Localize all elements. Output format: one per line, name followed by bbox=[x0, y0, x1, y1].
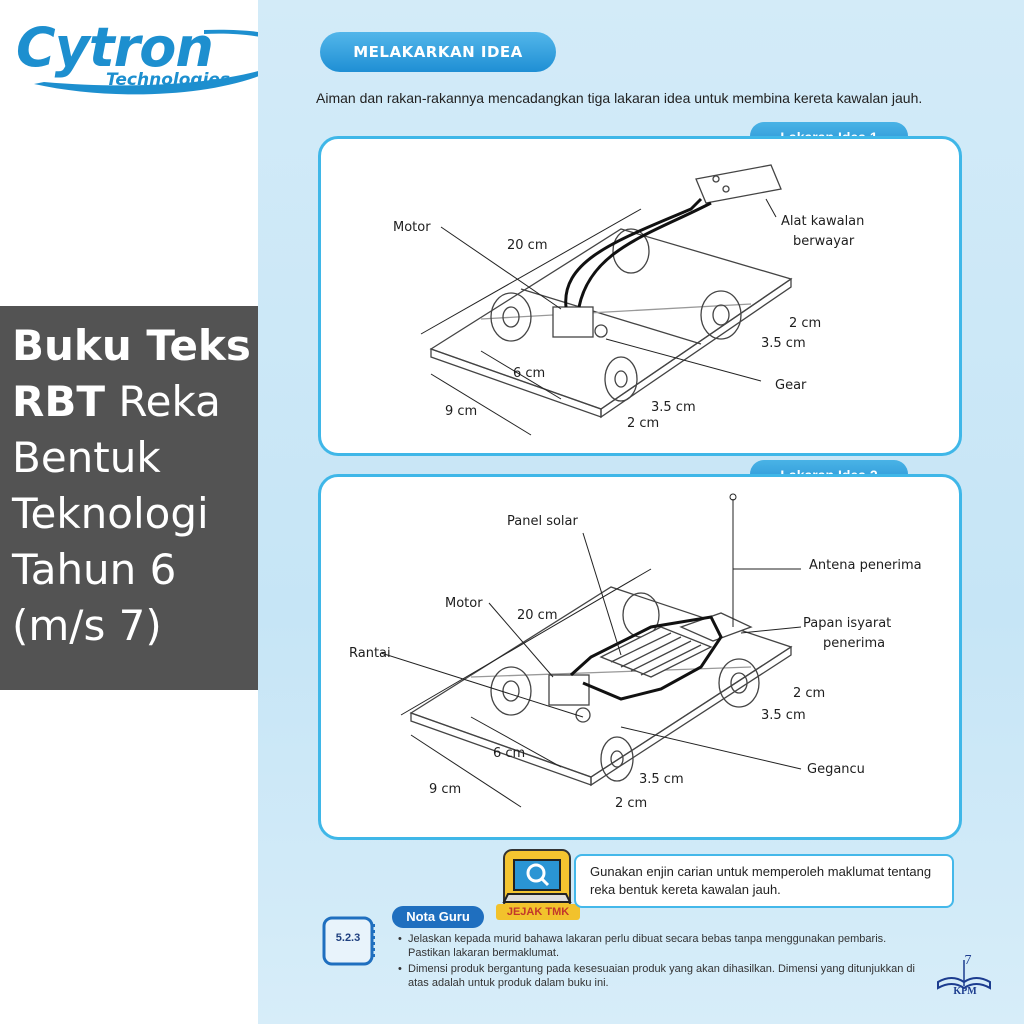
idea2-label-depth: 9 cm bbox=[429, 782, 461, 797]
idea1-label-motor: Motor bbox=[393, 220, 431, 235]
idea2-label-chain: Rantai bbox=[349, 646, 391, 661]
title-line-6: (m/s 7) bbox=[12, 601, 162, 650]
idea2-label-dim-4: 2 cm bbox=[615, 796, 647, 811]
idea2-sketch: Panel solar Antena penerima Motor 20 cm … bbox=[349, 493, 922, 811]
idea1-label-depth: 9 cm bbox=[445, 404, 477, 419]
idea1-label-dim-1: 2 cm bbox=[789, 316, 821, 331]
title-line-3: Bentuk bbox=[12, 433, 161, 482]
idea1-label-remote-2: berwayar bbox=[793, 234, 855, 249]
idea2-label-board: Papan isyarat bbox=[803, 616, 891, 631]
idea2-label-motor: Motor bbox=[445, 596, 483, 611]
idea1-sketch: Motor 20 cm Alat kawalan berwayar 6 cm 9… bbox=[393, 164, 864, 436]
idea1-label-dim-3: 3.5 cm bbox=[651, 400, 696, 415]
title-line-2-bold: RBT bbox=[12, 377, 106, 426]
nota-item: Dimensi produk bergantung pada kesesuaia… bbox=[398, 962, 928, 990]
logo-subtitle: Technologies bbox=[106, 70, 231, 90]
title-line-5: Tahun 6 bbox=[12, 545, 177, 594]
idea1-label-width: 6 cm bbox=[513, 366, 545, 381]
nota-guru-list: Jelaskan kepada murid bahawa lakaran per… bbox=[398, 932, 928, 992]
open-book-icon bbox=[937, 960, 991, 990]
idea2-label-antenna: Antena penerima bbox=[809, 558, 922, 573]
nota-guru-title: Nota Guru bbox=[392, 906, 484, 928]
laptop-search-icon bbox=[502, 849, 572, 911]
intro-text: Aiman dan rakan-rakannya mencadangkan ti… bbox=[316, 90, 923, 106]
book-title: Buku Teks RBT Reka Bentuk Teknologi Tahu… bbox=[12, 318, 302, 654]
page-number: 7 bbox=[964, 953, 972, 968]
idea1-box: Motor 20 cm Alat kawalan berwayar 6 cm 9… bbox=[318, 136, 962, 456]
idea2-label-length: 20 cm bbox=[517, 608, 558, 623]
idea2-label-dim-3: 3.5 cm bbox=[639, 772, 684, 787]
idea2-label-width: 6 cm bbox=[493, 746, 525, 761]
idea1-label-dim-4: 2 cm bbox=[627, 416, 659, 431]
idea2-label-dim-2: 3.5 cm bbox=[761, 708, 806, 723]
title-line-2: Reka bbox=[105, 377, 221, 426]
idea1-label-dim-2: 3.5 cm bbox=[761, 336, 806, 351]
title-line-4: Teknologi bbox=[12, 489, 209, 538]
tmk-badge: JEJAK TMK bbox=[496, 904, 580, 920]
title-line-1: Buku Teks bbox=[12, 321, 251, 370]
idea2-label-dim-1: 2 cm bbox=[793, 686, 825, 701]
logo-wordmark: Cytron bbox=[16, 16, 214, 79]
nota-code: 5.2.3 bbox=[335, 932, 361, 944]
nota-guru-icon bbox=[322, 916, 375, 966]
title-banner bbox=[0, 306, 306, 690]
textbook-page: MELAKARKAN IDEA Aiman dan rakan-rakannya… bbox=[258, 0, 1024, 1024]
idea1-label-gear: Gear bbox=[775, 378, 807, 393]
idea1-label-length: 20 cm bbox=[507, 238, 548, 253]
idea2-box: Panel solar Antena penerima Motor 20 cm … bbox=[318, 474, 962, 840]
idea2-label-board-2: penerima bbox=[823, 636, 885, 651]
publisher-label: KPM bbox=[953, 986, 977, 997]
cytron-logo: Cytron Technologies bbox=[14, 16, 304, 96]
tmk-note: Gunakan enjin carian untuk memperoleh ma… bbox=[574, 854, 954, 908]
idea2-label-panel: Panel solar bbox=[507, 514, 579, 529]
idea2-label-clutch: Gegancu bbox=[807, 762, 865, 777]
section-title: MELAKARKAN IDEA bbox=[320, 32, 556, 72]
idea1-label-remote: Alat kawalan bbox=[781, 214, 864, 229]
nota-item: Jelaskan kepada murid bahawa lakaran per… bbox=[398, 932, 928, 960]
